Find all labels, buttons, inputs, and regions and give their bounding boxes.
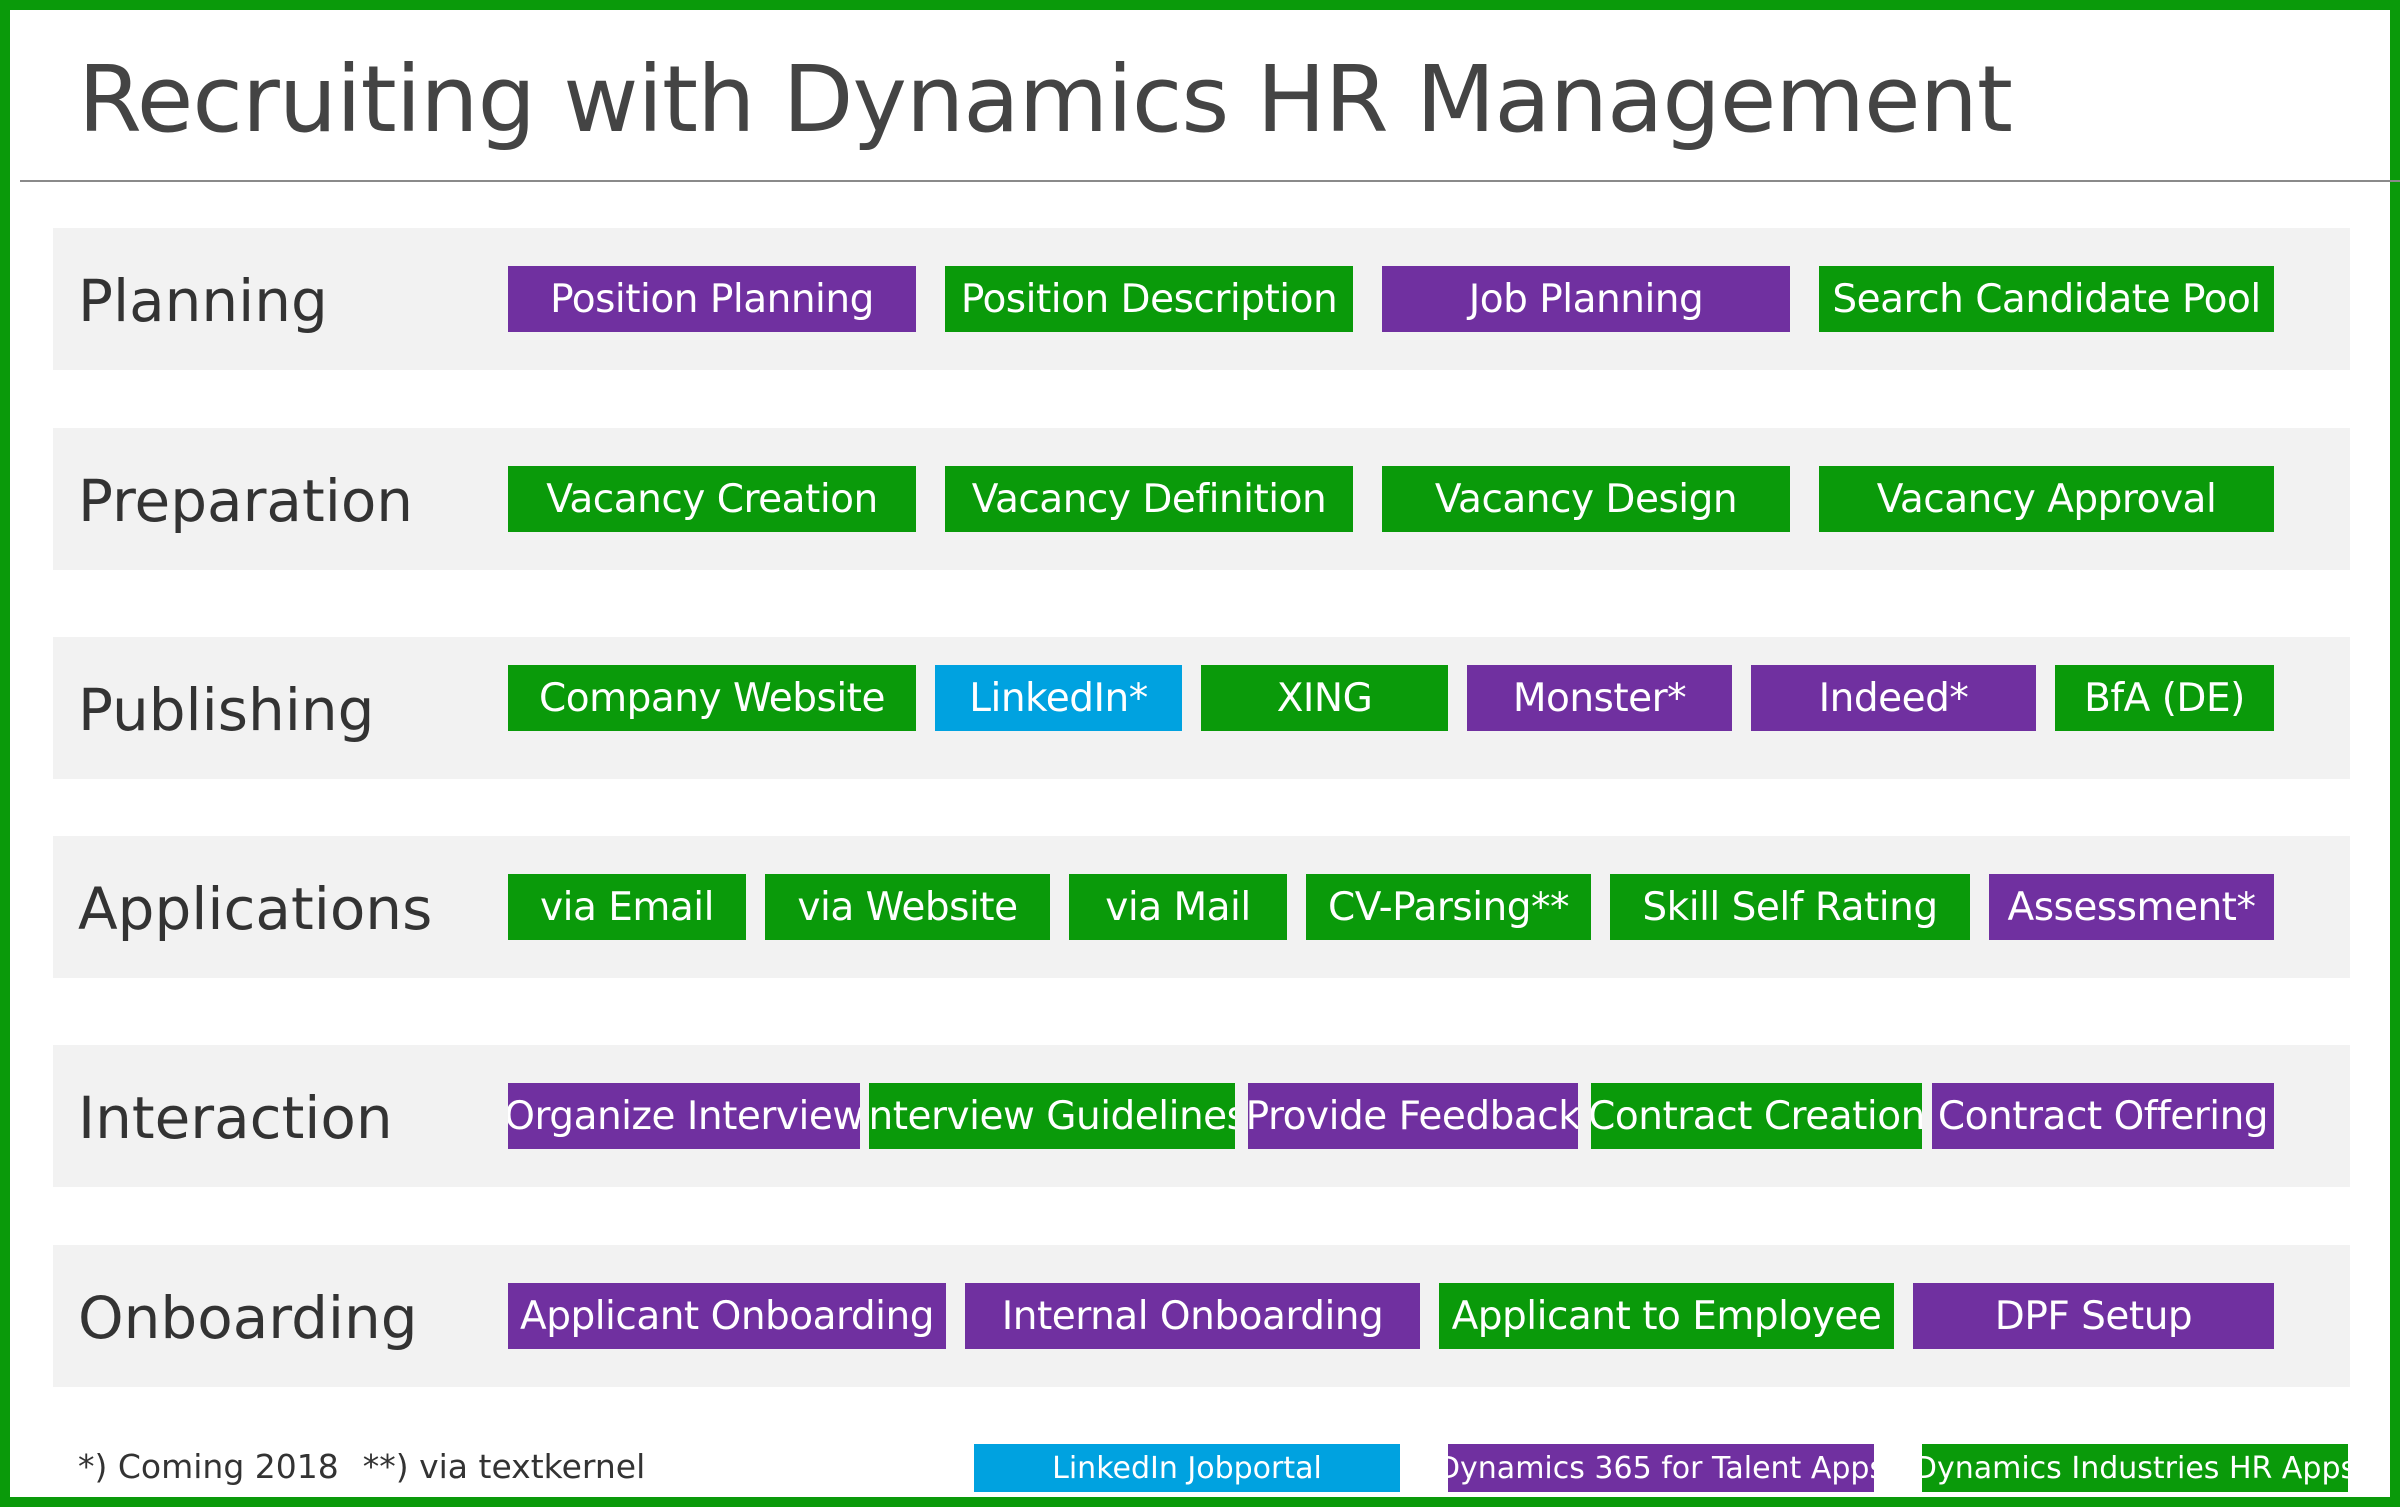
box-job-planning: Job Planning: [1382, 266, 1790, 332]
row-label-preparation: Preparation: [78, 467, 414, 535]
box-indeed: Indeed*: [1751, 665, 2036, 731]
box-vacancy-definition: Vacancy Definition: [945, 466, 1353, 532]
box-applicant-to-employee: Applicant to Employee: [1439, 1283, 1894, 1349]
box-via-website: via Website: [765, 874, 1050, 940]
box-vacancy-approval: Vacancy Approval: [1819, 466, 2274, 532]
box-interview-guidelines: Interview Guidelines: [869, 1083, 1235, 1149]
page-title: Recruiting with Dynamics HR Management: [78, 46, 2013, 153]
box-cv-parsing: CV-Parsing**: [1306, 874, 1591, 940]
box-position-description: Position Description: [945, 266, 1353, 332]
footnotes: *) Coming 2018 **) via textkernel: [78, 1440, 669, 1494]
box-search-candidate-pool: Search Candidate Pool: [1819, 266, 2274, 332]
row-label-publishing: Publishing: [78, 676, 375, 744]
box-assessment: Assessment*: [1989, 874, 2274, 940]
box-bfa-de: BfA (DE): [2055, 665, 2274, 731]
box-via-mail: via Mail: [1069, 874, 1287, 940]
legend-dynamics-industries-hr: Dynamics Industries HR Apps: [1922, 1444, 2348, 1492]
box-skill-self-rating: Skill Self Rating: [1610, 874, 1970, 940]
box-contract-creation: Contract Creation: [1591, 1083, 1922, 1149]
box-vacancy-design: Vacancy Design: [1382, 466, 1790, 532]
box-dpf-setup: DPF Setup: [1913, 1283, 2274, 1349]
box-provide-feedback: Provide Feedback: [1248, 1083, 1578, 1149]
title-divider: [20, 180, 2400, 182]
footnote-textkernel: **) via textkernel: [362, 1447, 646, 1486]
row-label-onboarding: Onboarding: [78, 1284, 418, 1352]
box-applicant-onboarding: Applicant Onboarding: [508, 1283, 946, 1349]
row-label-interaction: Interaction: [78, 1084, 393, 1152]
box-contract-offering: Contract Offering: [1932, 1083, 2274, 1149]
box-internal-onboarding: Internal Onboarding: [965, 1283, 1420, 1349]
box-position-planning: Position Planning: [508, 266, 916, 332]
legend-linkedin-jobportal: LinkedIn Jobportal: [974, 1444, 1400, 1492]
box-via-email: via Email: [508, 874, 746, 940]
box-linkedin: LinkedIn*: [935, 665, 1182, 731]
box-company-website: Company Website: [508, 665, 916, 731]
row-label-applications: Applications: [78, 875, 433, 943]
legend-dynamics-365-talent: Dynamics 365 for Talent Apps: [1448, 1444, 1874, 1492]
row-label-planning: Planning: [78, 267, 328, 335]
box-organize-interview: Organize Interview: [508, 1083, 860, 1149]
box-vacancy-creation: Vacancy Creation: [508, 466, 916, 532]
box-xing: XING: [1201, 665, 1448, 731]
box-monster: Monster*: [1467, 665, 1732, 731]
footnote-coming-2018: *) Coming 2018: [78, 1447, 339, 1486]
